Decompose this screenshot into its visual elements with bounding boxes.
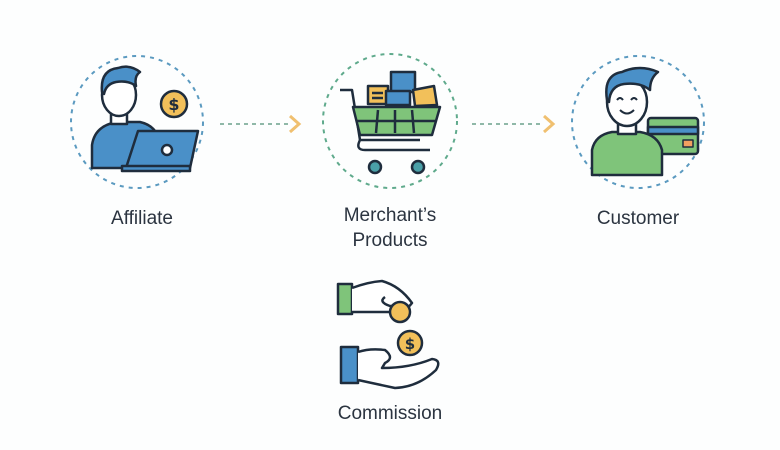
merchant-label-line1: Merchant’s — [343, 205, 437, 226]
customer-circle — [571, 55, 705, 189]
chevron-right-icon — [543, 114, 556, 134]
affiliate-circle — [70, 55, 204, 189]
chevron-right-icon — [289, 114, 302, 134]
merchant-label: Merchant’s Products — [320, 203, 460, 253]
affiliate-laptop-icon: $ — [90, 65, 200, 173]
shopping-cart-icon — [340, 70, 442, 175]
svg-text:$: $ — [405, 335, 415, 353]
commission-label: Commission — [337, 403, 443, 424]
customer-label: Customer — [596, 208, 680, 229]
merchant-circle — [322, 53, 458, 189]
hands-coin-icon: $ — [336, 279, 440, 390]
merchant-label-line2: Products — [352, 230, 428, 251]
affiliate-label: Affiliate — [111, 208, 173, 229]
arrow-merchant-to-customer — [472, 114, 556, 134]
customer-card-icon — [590, 66, 700, 177]
arrow-affiliate-to-merchant — [220, 114, 302, 134]
svg-text:$: $ — [168, 95, 179, 114]
